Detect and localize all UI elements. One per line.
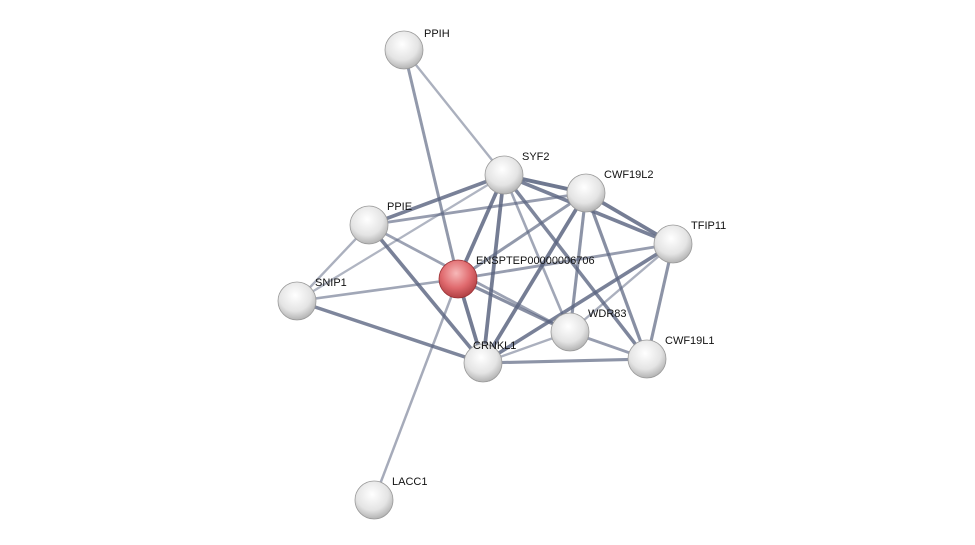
- node-cwf19l2[interactable]: CWF19L2: [566, 169, 654, 213]
- edge-ensp-tfip11[interactable]: [457, 242, 674, 281]
- node-tfip11[interactable]: TFIP11: [653, 220, 726, 264]
- node-label: SNIP1: [315, 277, 347, 289]
- edge-snip1-ensp[interactable]: [296, 277, 459, 303]
- edge-crnkl1-cwf19l1[interactable]: [482, 357, 648, 365]
- node-ppie[interactable]: PPIE: [349, 201, 412, 245]
- edge-syf2-ppie[interactable]: [368, 173, 505, 227]
- node-label: LACC1: [392, 476, 427, 488]
- edge-tfip11-crnkl1[interactable]: [482, 242, 674, 365]
- node-sphere[interactable]: [566, 173, 606, 213]
- edge-syf2-cwf19l1[interactable]: [502, 173, 649, 361]
- node-sphere[interactable]: [349, 205, 389, 245]
- node-label: TFIP11: [691, 220, 726, 232]
- edge-ensp-wdr83[interactable]: [457, 277, 571, 334]
- node-label: CRNKL1: [473, 340, 516, 352]
- edge-cwf19l2-ensp[interactable]: [457, 191, 587, 281]
- node-wdr83[interactable]: WDR83: [550, 308, 627, 352]
- node-label: CWF19L2: [604, 169, 654, 181]
- edge-cwf19l2-ppie[interactable]: [368, 191, 587, 227]
- node-sphere[interactable]: [550, 312, 590, 352]
- node-ppih[interactable]: PPIH: [384, 28, 450, 70]
- node-sphere[interactable]: [354, 480, 394, 520]
- node-label: PPIH: [424, 28, 450, 40]
- edge-syf2-snip1[interactable]: [296, 174, 505, 302]
- edge-cwf19l2-crnkl1[interactable]: [481, 192, 588, 364]
- edges-layer: [296, 49, 675, 501]
- node-sphere[interactable]: [463, 343, 503, 383]
- node-label: CWF19L1: [665, 335, 715, 347]
- edge-ensp-lacc1[interactable]: [372, 278, 460, 501]
- edge-ppih-ensp[interactable]: [402, 49, 460, 280]
- edge-ppie-crnkl1[interactable]: [367, 223, 485, 365]
- edge-syf2-wdr83[interactable]: [502, 174, 572, 333]
- node-label: PPIE: [387, 201, 412, 213]
- node-cwf19l1[interactable]: CWF19L1: [627, 335, 715, 379]
- node-sphere[interactable]: [484, 155, 524, 195]
- node-crnkl1[interactable]: CRNKL1: [463, 340, 516, 383]
- edge-cwf19l2-cwf19l1[interactable]: [584, 192, 649, 360]
- node-label: WDR83: [588, 308, 627, 320]
- node-lacc1[interactable]: LACC1: [354, 476, 427, 520]
- node-sphere[interactable]: [384, 30, 424, 70]
- edge-tfip11-cwf19l1[interactable]: [645, 243, 675, 360]
- node-sphere[interactable]: [277, 281, 317, 321]
- node-snip1[interactable]: SNIP1: [277, 277, 347, 321]
- node-sphere[interactable]: [653, 224, 693, 264]
- edge-ppih-syf2[interactable]: [403, 49, 505, 176]
- edge-tfip11-wdr83[interactable]: [569, 243, 674, 333]
- node-ensp[interactable]: ENSPTEP00000006706: [438, 255, 595, 299]
- node-syf2[interactable]: SYF2: [484, 151, 550, 195]
- edge-snip1-crnkl1[interactable]: [296, 299, 484, 365]
- node-sphere[interactable]: [627, 339, 667, 379]
- node-label: ENSPTEP00000006706: [476, 255, 595, 267]
- node-sphere[interactable]: [438, 259, 478, 299]
- node-label: SYF2: [522, 151, 550, 163]
